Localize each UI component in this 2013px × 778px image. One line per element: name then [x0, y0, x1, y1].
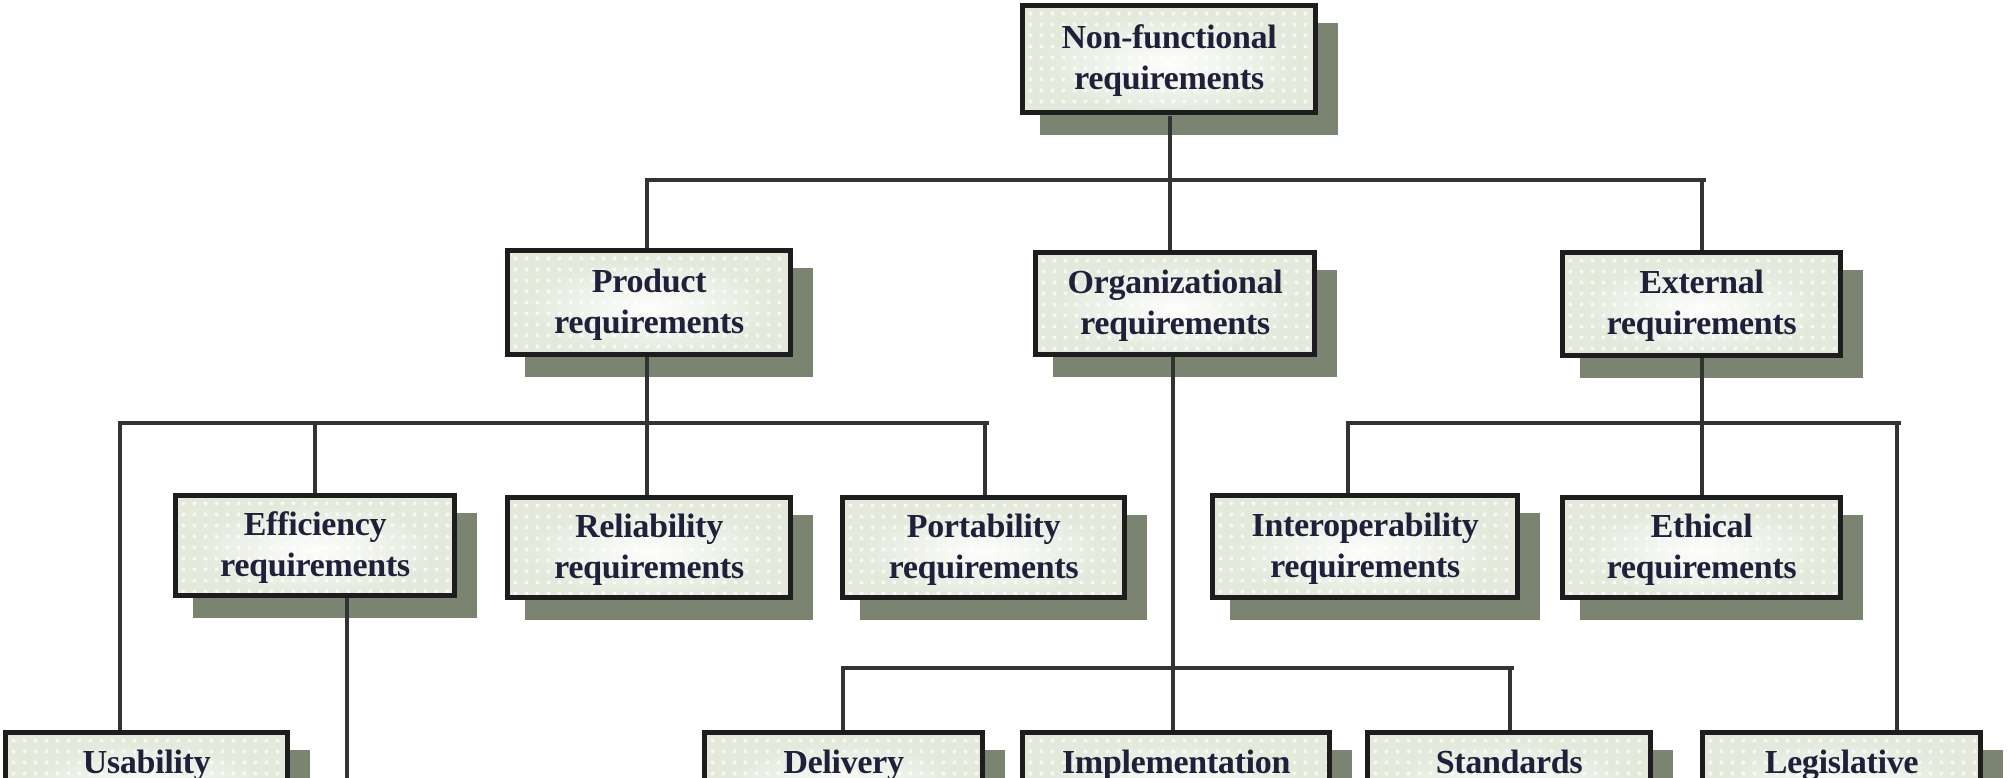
node-label: Non-functional requirements: [1061, 19, 1277, 97]
node-label: Standards: [1435, 744, 1583, 778]
node-label: Product requirements: [554, 262, 744, 341]
connector-usability-drop: [118, 421, 122, 732]
node-label: Reliability requirements: [554, 507, 744, 586]
node-box: Product requirements: [505, 248, 793, 357]
node-delivery-requirements: Delivery: [702, 730, 1005, 778]
connector-external-drop: [1700, 178, 1704, 254]
node-organizational-requirements: Organizational requirements: [1033, 250, 1337, 377]
connector-interoperability-drop: [1346, 421, 1350, 495]
connector-efficiency-children-vertical: [345, 596, 349, 778]
node-box: Portability requirements: [840, 495, 1127, 600]
node-product-requirements: Product requirements: [505, 248, 813, 377]
connector-portability-drop: [983, 421, 987, 497]
node-standards-requirements: Standards: [1365, 730, 1673, 778]
node-label: Organizational requirements: [1067, 263, 1283, 342]
node-box: Legislative: [1700, 730, 1983, 778]
node-external-requirements: External requirements: [1560, 250, 1863, 378]
node-portability-requirements: Portability requirements: [840, 495, 1147, 620]
node-box: Reliability requirements: [505, 495, 793, 600]
node-box: Implementation: [1020, 730, 1332, 778]
node-box: External requirements: [1560, 250, 1843, 358]
node-legislative-requirements: Legislative: [1700, 730, 2003, 778]
node-label: Efficiency requirements: [220, 505, 410, 584]
connector-level2-horizontal: [645, 178, 1706, 182]
node-implementation-requirements: Implementation: [1020, 730, 1352, 778]
connector-product-drop: [645, 178, 649, 252]
node-reliability-requirements: Reliability requirements: [505, 495, 813, 620]
node-label: Interoperability requirements: [1251, 506, 1479, 585]
node-box: Usability: [3, 730, 290, 778]
connector-root-vertical: [1168, 116, 1172, 254]
connector-legislative-drop: [1895, 421, 1899, 732]
node-label: Legislative: [1764, 744, 1919, 778]
node-box: Standards: [1365, 730, 1653, 778]
node-interoperability-requirements: Interoperability requirements: [1210, 493, 1540, 620]
node-label: External requirements: [1606, 264, 1797, 342]
node-label: Usability: [82, 744, 211, 778]
node-box: Interoperability requirements: [1210, 493, 1520, 600]
node-box: Organizational requirements: [1033, 250, 1317, 357]
connector-standards-drop: [1508, 666, 1512, 732]
connector-organizational-children-horizontal: [841, 666, 1514, 670]
connector-external-down: [1700, 356, 1704, 497]
node-label: Delivery: [783, 744, 904, 778]
node-ethical-requirements: Ethical requirements: [1560, 495, 1863, 620]
node-label: Portability requirements: [888, 507, 1079, 586]
node-label: Implementation: [1061, 744, 1291, 778]
node-usability-requirements: Usability: [3, 730, 310, 778]
node-box: Delivery: [702, 730, 985, 778]
node-efficiency-requirements: Efficiency requirements: [173, 493, 477, 618]
node-box: Ethical requirements: [1560, 495, 1843, 600]
connector-organizational-down: [1171, 355, 1175, 732]
connector-product-children-horizontal: [118, 421, 989, 425]
connector-efficiency-drop: [313, 421, 317, 495]
node-box: Efficiency requirements: [173, 493, 457, 598]
node-non-functional-requirements: Non-functional requirements: [1020, 3, 1338, 135]
node-box: Non-functional requirements: [1020, 3, 1318, 115]
node-label: Ethical requirements: [1606, 507, 1797, 586]
connector-delivery-drop: [841, 666, 845, 732]
connector-external-children-horizontal: [1346, 421, 1901, 425]
connector-product-down: [645, 355, 649, 497]
